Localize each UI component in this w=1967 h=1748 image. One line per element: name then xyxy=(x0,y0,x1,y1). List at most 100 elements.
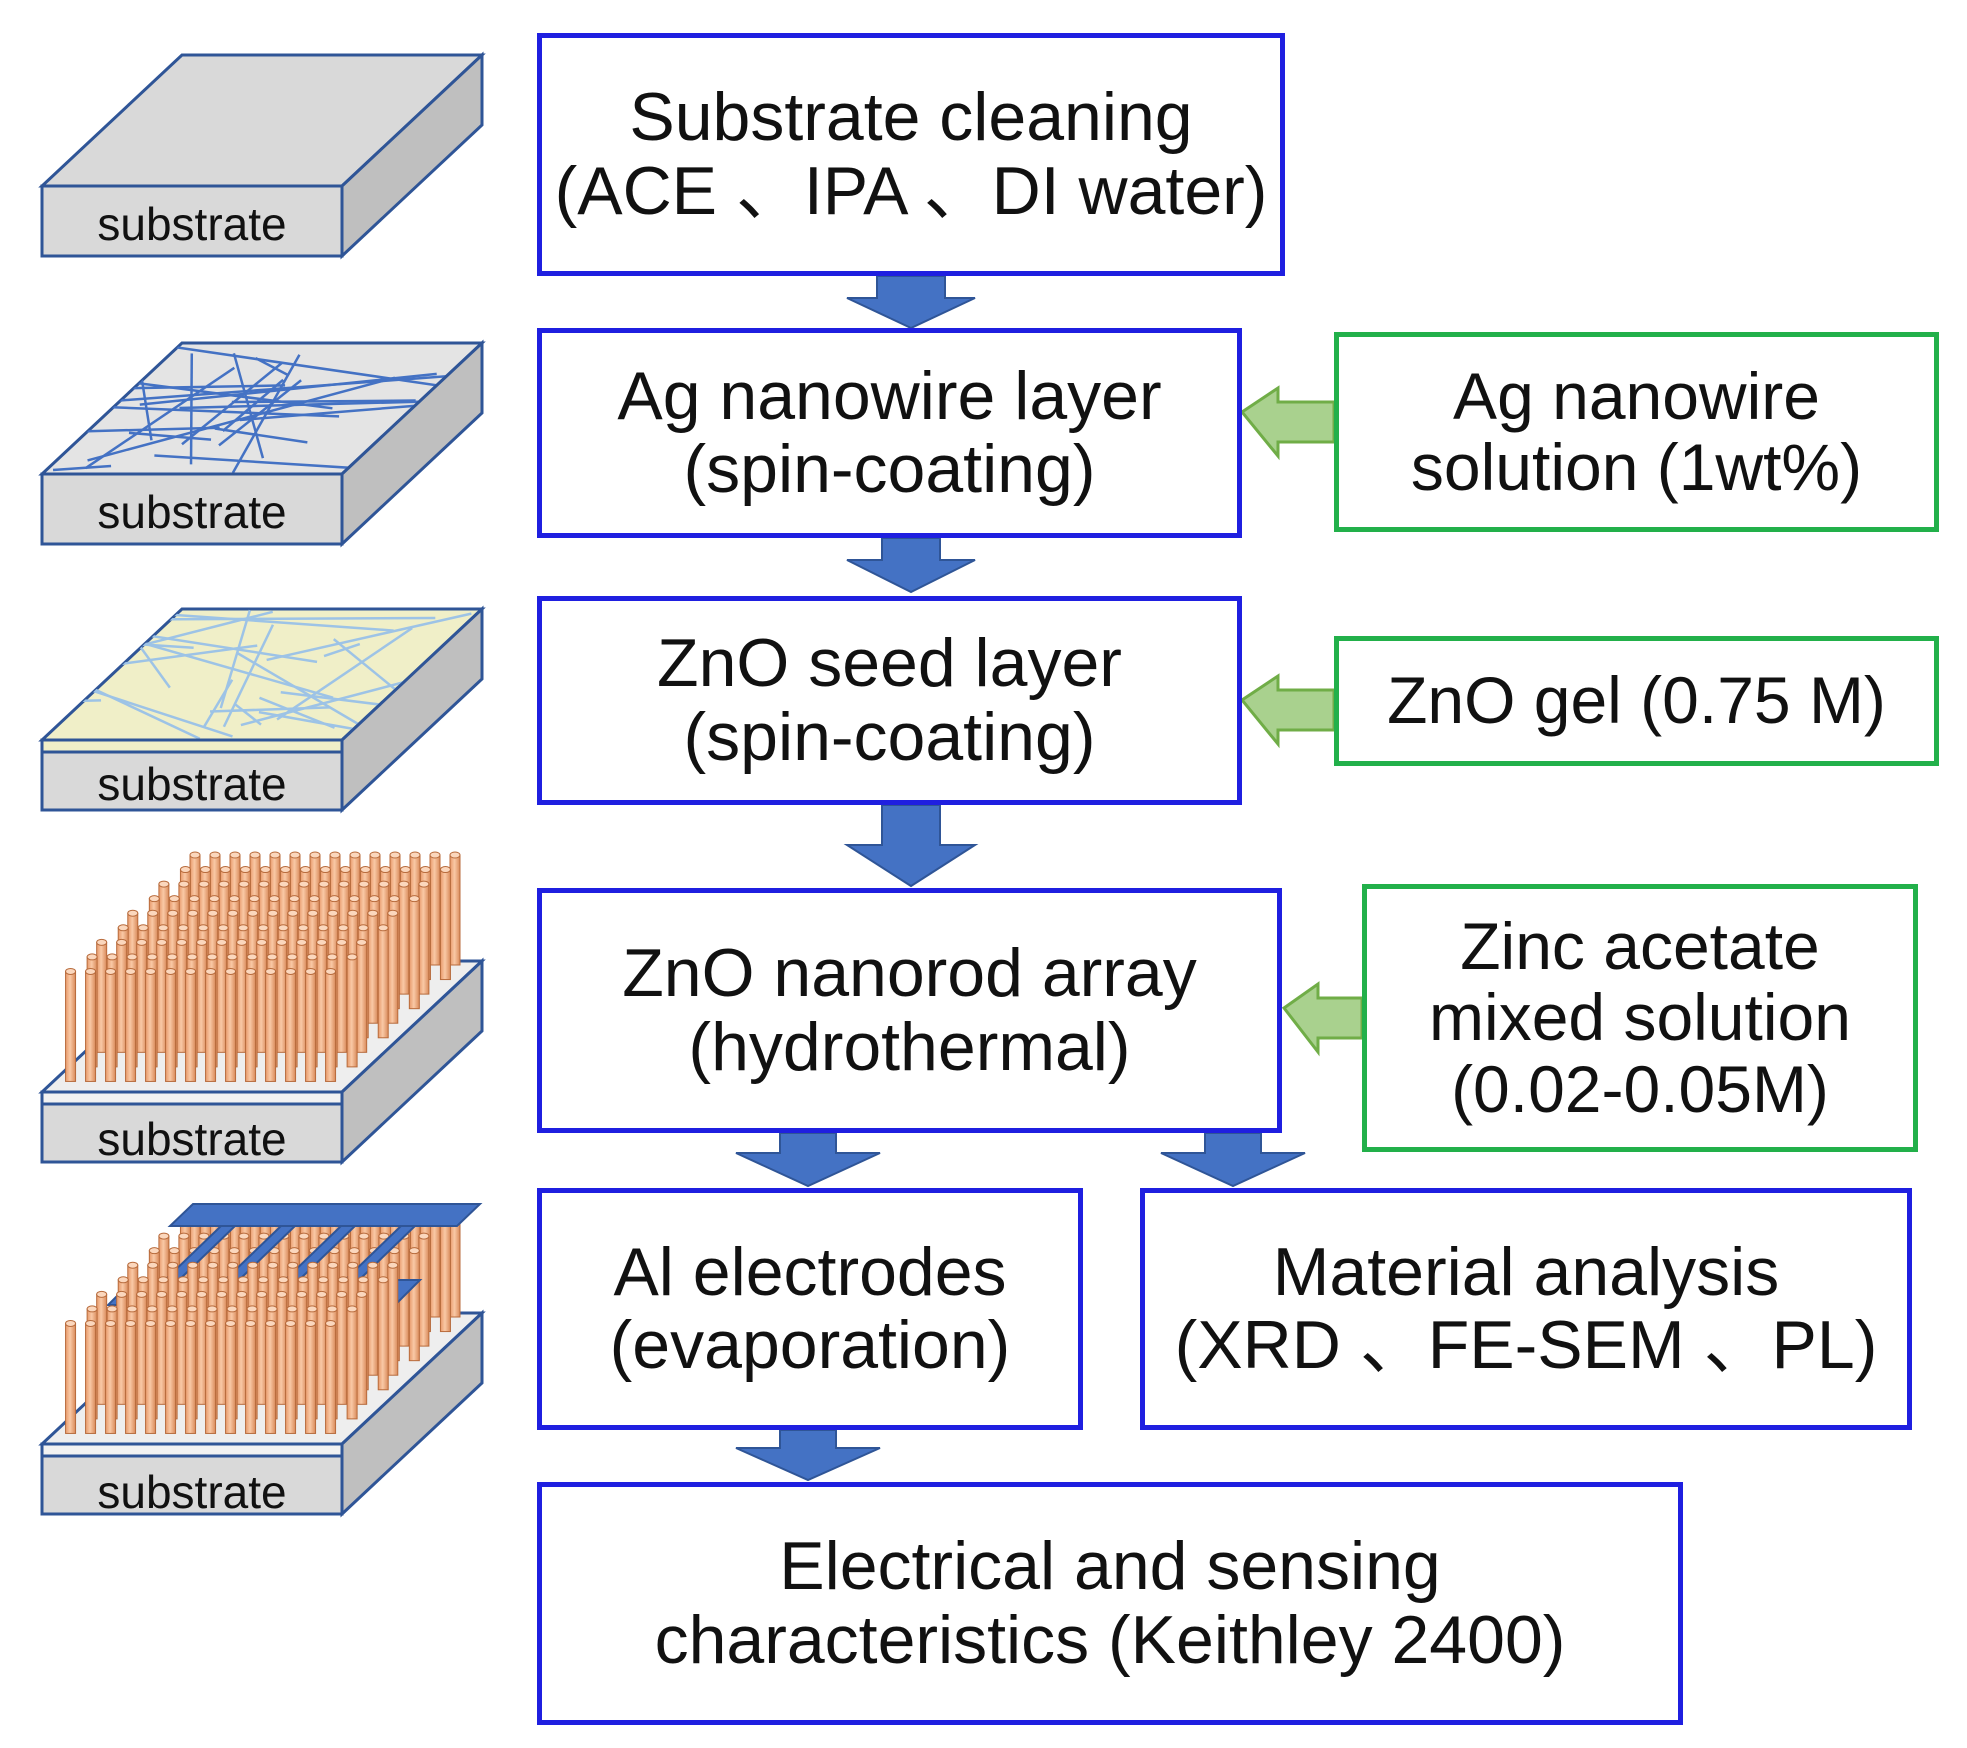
nanorod-cap xyxy=(166,1305,178,1313)
nanorod-cap xyxy=(368,895,380,903)
step-detail: (spin-coating) xyxy=(683,431,1096,507)
nanowire xyxy=(121,610,274,652)
nanorod-cap xyxy=(145,1319,157,1327)
nanorod-cap xyxy=(156,938,168,946)
nanorod-cap xyxy=(237,1276,249,1284)
nanorod-cap xyxy=(158,1232,170,1240)
nanorod-cap xyxy=(319,866,331,874)
nanowire xyxy=(323,642,361,658)
nanorod-cap xyxy=(127,1261,139,1269)
nanowire xyxy=(154,454,383,472)
nanorod-cap xyxy=(328,895,340,903)
step-detail: (evaporation) xyxy=(609,1307,1011,1383)
nanorod xyxy=(105,1322,117,1434)
nanorod-cap xyxy=(266,953,278,961)
nanorod-cap xyxy=(449,851,461,859)
nanorod-cap xyxy=(117,1276,129,1284)
nanorod xyxy=(125,970,137,1082)
left-arrow-icon xyxy=(1239,385,1336,461)
nanorod xyxy=(418,883,430,995)
nanowire xyxy=(231,399,416,404)
nanorod xyxy=(408,1250,420,1362)
nanorod-cap xyxy=(408,1247,420,1255)
nanorod xyxy=(225,1322,237,1434)
nanorod-cap xyxy=(356,1290,368,1298)
nanorod-cap xyxy=(126,1305,138,1313)
nanorod-cap xyxy=(207,1261,219,1269)
nanorod-cap xyxy=(356,938,368,946)
nanorod-cap xyxy=(265,1319,277,1327)
down-arrow-icon xyxy=(735,1429,881,1482)
nanorod-cap xyxy=(237,924,249,932)
nanorod-cap xyxy=(156,1290,168,1298)
nanorod-cap xyxy=(238,880,250,888)
nanorod xyxy=(346,1308,358,1420)
nanorod-cap xyxy=(389,851,401,859)
nanorod-cap xyxy=(185,967,197,975)
nanorod-cap xyxy=(157,1276,169,1284)
nanorod-cap xyxy=(246,953,258,961)
nanowire xyxy=(233,702,262,726)
nanorod-cap xyxy=(105,967,117,975)
nanorod xyxy=(205,970,217,1082)
nanorod-cap xyxy=(316,1290,328,1298)
nanorod-cap xyxy=(218,880,230,888)
nanorod-cap xyxy=(326,1305,338,1313)
nanorod-cap xyxy=(388,895,400,903)
nanorod-cap xyxy=(167,909,179,917)
nanorod-cap xyxy=(65,967,77,975)
nanorod-cap xyxy=(147,1261,159,1269)
nanorod xyxy=(367,1264,379,1376)
nanorod-cap xyxy=(177,924,189,932)
nanorod-cap xyxy=(258,880,270,888)
substrate-illustration-bare: substrate xyxy=(38,51,486,260)
nanorod-cap xyxy=(196,938,208,946)
nanorod-cap xyxy=(146,953,158,961)
nanorod-cap xyxy=(85,1319,97,1327)
substrate-label: substrate xyxy=(97,198,286,250)
nanorod-cap xyxy=(346,1305,358,1313)
nanorod-cap xyxy=(225,967,237,975)
nanorod-cap xyxy=(137,1276,149,1284)
nanorod-cap xyxy=(245,1319,257,1327)
nanowire xyxy=(42,699,102,703)
nanorod-cap xyxy=(117,924,129,932)
step-electrical-sensing: Electrical and sensing characteristics (… xyxy=(537,1482,1683,1725)
nanorod-cap xyxy=(165,1319,177,1327)
nanorod-cap xyxy=(325,1319,337,1327)
down-arrow-icon xyxy=(843,804,979,888)
nanorod-array xyxy=(65,851,461,1082)
nanorod-cap xyxy=(247,1261,259,1269)
nanorod-cap xyxy=(337,924,349,932)
nanorod xyxy=(285,970,297,1082)
nanorod-cap xyxy=(178,880,190,888)
nanorod xyxy=(305,970,317,1082)
step-title: ZnO seed layer xyxy=(657,625,1122,702)
nanorod-cap xyxy=(239,866,251,874)
nanowire xyxy=(210,706,331,713)
nanorod-cap xyxy=(227,1261,239,1269)
nanorod-cap xyxy=(196,1290,208,1298)
nanorod xyxy=(418,1235,430,1347)
nanorod-cap xyxy=(358,1232,370,1240)
nanorod-cap xyxy=(208,895,220,903)
nanorod xyxy=(65,970,77,1082)
nanorod-cap xyxy=(358,880,370,888)
nanorod-cap xyxy=(317,1276,329,1284)
input-ag-nanowire-solution: Ag nanowire solution (1wt%) xyxy=(1334,332,1939,532)
nanorod-cap xyxy=(307,1261,319,1269)
nanorod-cap xyxy=(148,895,160,903)
nanorod-cap xyxy=(307,909,319,917)
nanorod-cap xyxy=(146,1305,158,1313)
nanorod-cap xyxy=(249,851,261,859)
nanorod-cap xyxy=(418,880,430,888)
nanorod-cap xyxy=(316,938,328,946)
nanowire xyxy=(87,376,396,462)
substrate-label: substrate xyxy=(97,486,286,538)
nanorod-cap xyxy=(207,909,219,917)
nanorod-cap xyxy=(377,924,389,932)
nanorod-cap xyxy=(105,1319,117,1327)
nanorod-cap xyxy=(248,895,260,903)
input-line: Zinc acetate xyxy=(1460,909,1820,984)
nanorod-cap xyxy=(179,866,191,874)
